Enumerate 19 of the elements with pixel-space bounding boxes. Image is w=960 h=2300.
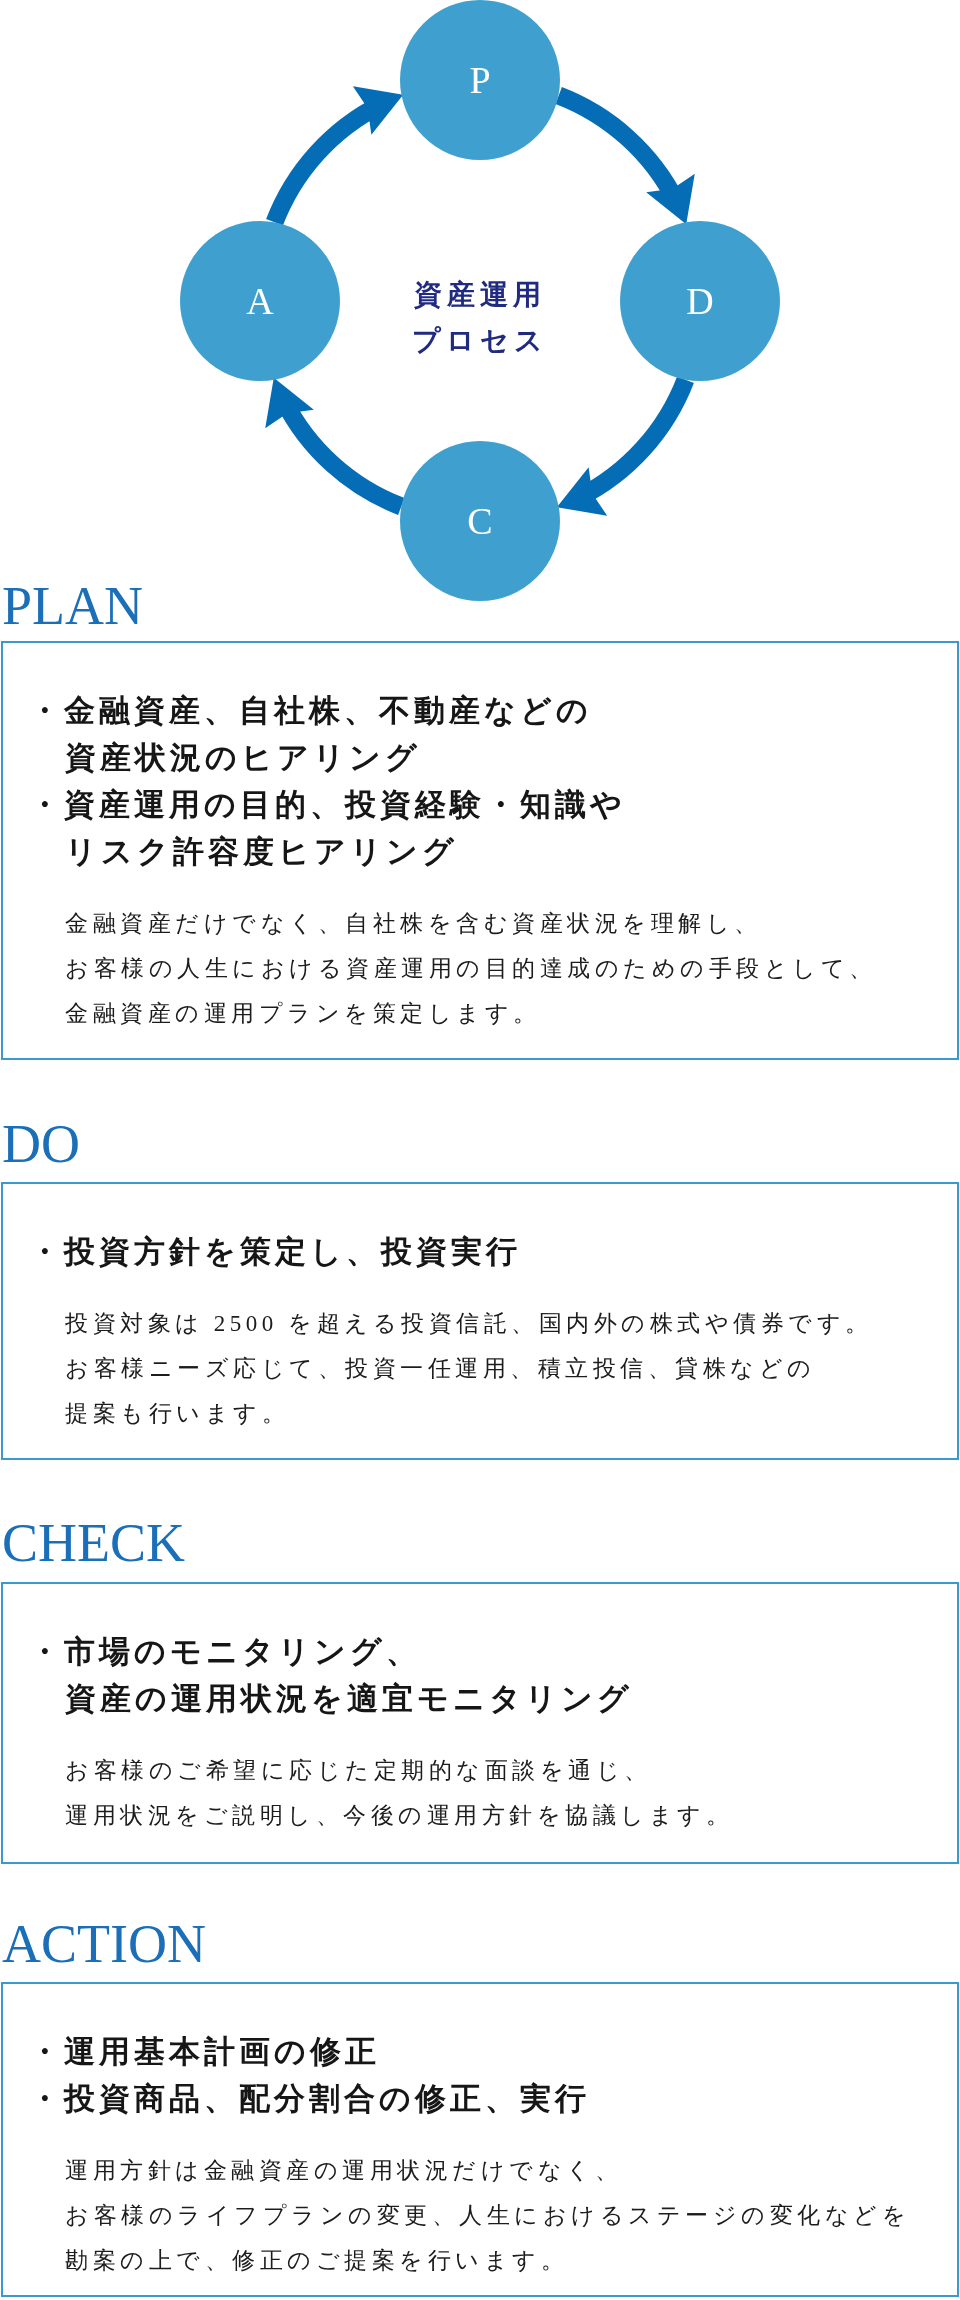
section-heading: CHECK (2, 1516, 185, 1570)
description-text: 投資対象は 2500 を超える投資信託、国内外の株式や債券です。お客様ニーズ応じて、投資一任運用、積立投信、貸株などの提案も行います。 (65, 1310, 873, 1428)
bullet-point: ・投資方針を策定し、投資実行 (29, 1233, 521, 1271)
bullet-point: ・投資商品、配分割合の修正、実行 (29, 2080, 590, 2118)
center-label: 資産運用プロセス (412, 278, 548, 358)
description-text: 金融資産だけでなく、自社株を含む資産状況を理解し、お客様の人生における資産運用の目的達成のための手段として、金融資産の運用プランを策定します。 (65, 910, 877, 1028)
section-heading: DO (2, 1117, 80, 1171)
phase-circle: C (400, 441, 560, 601)
bullet-point: ・市場のモニタリング、資産の運用状況を適宜モニタリング (29, 1633, 633, 1718)
phase-circle: P (400, 0, 560, 160)
phase-circle: A (180, 221, 340, 381)
description-text: 運用方針は金融資産の運用状況だけでなく、お客様のライフプランの変更、人生におけるステージの変化などを勘案の上で、修正のご提案を行います。 (65, 2157, 910, 2275)
phase-circle: D (620, 221, 780, 381)
description-text: お客様のご希望に応じた定期的な面談を通じ、運用状況をご説明し、今後の運用方針を協議します。 (65, 1757, 733, 1830)
bullet-point: ・金融資産、自社株、不動産などの資産状況のヒアリング (29, 692, 592, 777)
section-heading: ACTION (2, 1917, 206, 1971)
bullet-point: ・運用基本計画の修正 (29, 2033, 380, 2071)
section-heading: PLAN (2, 579, 143, 633)
bullet-point: ・資産運用の目的、投資経験・知識やリスク許容度ヒアリング (29, 786, 626, 871)
